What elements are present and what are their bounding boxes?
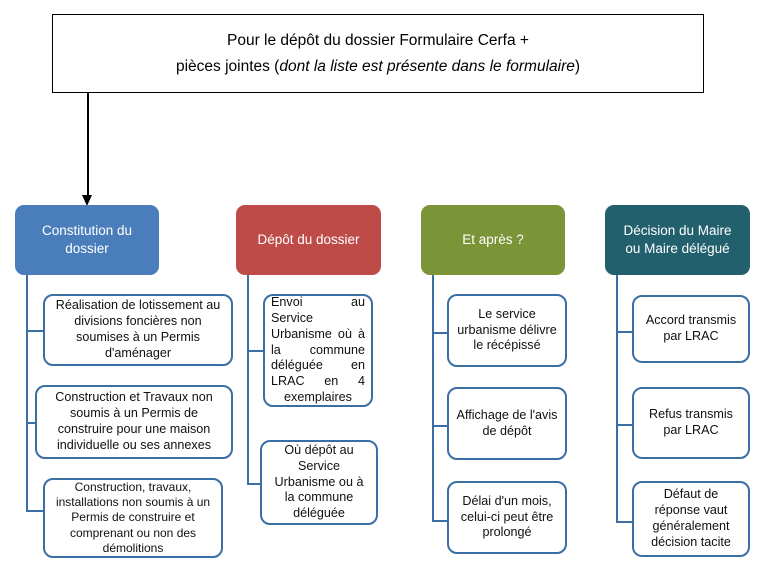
leaf-box-label: Réalisation de lotissement au divisions … [55,298,221,360]
connector-stub-2-2 [247,483,264,486]
connector-spine-column-1 [26,275,29,512]
title-line-2-plain: pièces jointes ( [175,57,280,75]
column-header-label: Et après ? [462,231,524,247]
leaf-box-label: Construction et Travaux non soumis à un … [55,390,213,452]
connector-stub-1-1 [26,330,44,333]
title-box: Pour le dépôt du dossier Formulaire Cerf… [52,14,704,93]
leaf-box-1-1[interactable]: Réalisation de lotissement au divisions … [43,294,233,366]
leaf-box-label: Envoi au Service Urbanisme où à la commu… [271,295,365,405]
column-header-et-apres[interactable]: Et après ? [421,205,565,275]
title-line-2-italic: dont la liste est présente dans le formu… [279,57,575,75]
connector-spine-column-3 [432,275,435,522]
leaf-box-label: Affichage de l'avis de dépôt [456,407,558,438]
leaf-box-label: Accord transmis par LRAC [645,313,737,343]
leaf-box-label: Le service urbanisme délivre le récépiss… [457,306,557,353]
leaf-box-4-2[interactable]: Refus transmis par LRAC [632,387,750,459]
leaf-box-2-2[interactable]: Où dépôt au Service Urbanisme ou à la co… [260,440,378,525]
leaf-box-label: Défaut de réponse vaut généralement déci… [651,487,731,549]
leaf-box-label: Où dépôt au Service Urbanisme ou à la co… [274,442,364,521]
leaf-box-4-3[interactable]: Défaut de réponse vaut généralement déci… [632,481,750,557]
connector-stub-3-1 [432,332,448,335]
title-line-2: pièces jointes (dont la liste est présen… [176,54,580,79]
connector-stub-3-2 [432,425,448,428]
leaf-box-3-3[interactable]: Délai d'un mois, celui-ci peut être prol… [447,481,567,554]
title-line-2-tail: ) [574,57,581,75]
connector-stub-2-1 [247,350,264,353]
leaf-box-1-2[interactable]: Construction et Travaux non soumis à un … [35,385,233,459]
connector-stub-4-2 [616,424,633,427]
connector-stub-4-3 [616,521,633,524]
leaf-box-1-3[interactable]: Construction, travaux, installations non… [43,478,223,558]
column-header-label: Dépôt du dossier [257,231,360,247]
column-header-decision[interactable]: Décision du Maire ou Maire délégué [605,205,750,275]
connector-spine-column-4 [616,275,619,523]
leaf-box-label: Construction, travaux, installations non… [55,480,211,555]
arrow-stem-icon [87,93,89,197]
connector-stub-1-3 [26,510,44,513]
connector-stub-4-1 [616,331,633,334]
column-header-label: Décision du Maire ou Maire délégué [623,222,732,256]
connector-stub-3-3 [432,520,448,523]
column-header-constitution[interactable]: Constitution du dossier [15,205,159,275]
leaf-box-2-1[interactable]: Envoi au Service Urbanisme où à la commu… [263,294,373,407]
column-header-depot[interactable]: Dépôt du dossier [236,205,381,275]
arrow-head-icon [82,195,92,206]
connector-spine-column-2 [247,275,250,485]
column-header-label: Constitution du dossier [41,222,133,256]
title-line-1: Pour le dépôt du dossier Formulaire Cerf… [227,32,529,50]
leaf-box-3-1[interactable]: Le service urbanisme délivre le récépiss… [447,294,567,367]
leaf-box-label: Refus transmis par LRAC [649,407,733,437]
leaf-box-3-2[interactable]: Affichage de l'avis de dépôt [447,387,567,460]
leaf-box-4-1[interactable]: Accord transmis par LRAC [632,295,750,363]
leaf-box-label: Délai d'un mois, celui-ci peut être prol… [460,493,554,540]
